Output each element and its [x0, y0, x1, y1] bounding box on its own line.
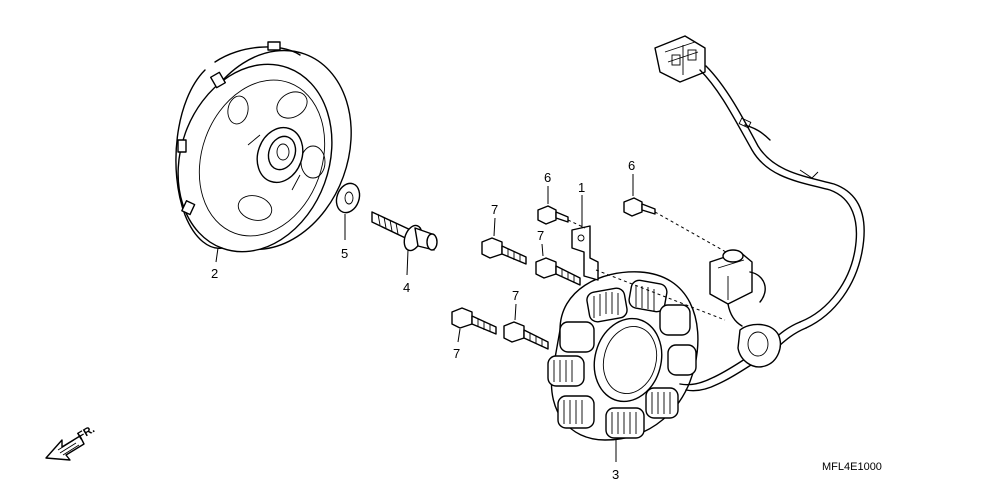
coupler-connector	[654, 35, 706, 83]
callout-1: 1	[578, 180, 585, 195]
callout-3: 3	[612, 467, 619, 482]
callout-7-upper-right: 7	[537, 228, 544, 243]
figure-code: MFL4E1000	[822, 461, 882, 473]
pulse-generator	[709, 249, 766, 327]
callout-4: 4	[403, 280, 410, 295]
wire-clamp-bracket	[571, 195, 599, 281]
callout-5: 5	[341, 246, 348, 261]
bolt-7-lower-right	[503, 303, 549, 350]
flywheel-rotor	[175, 41, 352, 263]
callout-7-lower-left: 7	[453, 346, 460, 361]
bolt-7-lower-left	[451, 307, 497, 343]
bolt-7-upper-right	[535, 243, 581, 286]
stator-assembly	[547, 271, 699, 462]
flywheel-bolt	[371, 211, 438, 276]
bolt-6-right	[623, 174, 727, 253]
front-direction-label: FR.	[76, 423, 97, 442]
wiring-harness	[654, 35, 865, 392]
bolt-7-upper-left	[481, 217, 527, 265]
washer	[335, 182, 361, 240]
callout-7-upper-left: 7	[491, 202, 498, 217]
callout-6-right: 6	[628, 158, 635, 173]
harness-grommet	[737, 323, 782, 368]
callout-2: 2	[211, 266, 218, 281]
callout-7-lower-right: 7	[512, 288, 519, 303]
front-direction-arrow-icon	[45, 435, 85, 461]
bolt-6-left	[537, 186, 586, 229]
callout-6-left: 6	[544, 170, 551, 185]
